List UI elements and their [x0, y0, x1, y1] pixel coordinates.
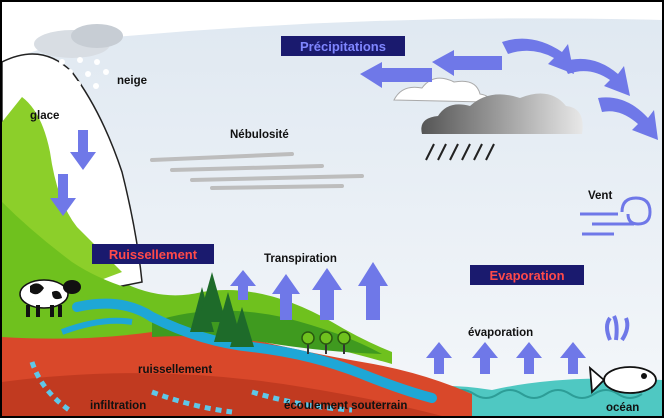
fish-icon: [588, 315, 657, 395]
grass-hill: [2, 172, 392, 364]
cirrus-clouds: [150, 152, 364, 190]
evaporation-arrows: [426, 342, 586, 374]
ruissellement-title-box: [92, 244, 214, 264]
rain-cloud: [421, 93, 583, 161]
precipitations-title: Précipitations: [300, 39, 386, 54]
ruissellement-title: Ruissellement: [109, 247, 198, 262]
label-ecoulement: écoulement souterrain: [284, 400, 407, 412]
infiltration-flow: [29, 361, 353, 415]
precipitation-arrows: [360, 38, 658, 140]
label-ocean: océan: [606, 402, 639, 414]
sky-arc: [2, 2, 662, 62]
label-nebulosite: Nébulosité: [230, 129, 289, 141]
label-vent: Vent: [588, 190, 612, 202]
precipitations-title-box: [281, 36, 405, 56]
label-infiltration: infiltration: [90, 400, 146, 412]
transpiration-arrows: [230, 262, 388, 320]
stream: [60, 317, 133, 335]
evaporation-title-box: [470, 265, 584, 285]
label-ruissellement: ruissellement: [138, 364, 212, 376]
label-transpiration: Transpiration: [264, 253, 337, 265]
label-neige: neige: [117, 75, 147, 87]
label-glace: glace: [30, 110, 59, 122]
snow-cloud: [34, 24, 123, 89]
white-cloud: [393, 77, 489, 103]
trees: [190, 272, 254, 347]
label-evaporation: évaporation: [468, 327, 533, 339]
wind-icon: [580, 196, 652, 236]
shrubs: [301, 331, 351, 354]
cow-icon: [19, 279, 81, 317]
evaporation-title: Evaporation: [489, 268, 564, 283]
mountain-grass-slope: [2, 202, 142, 302]
glacier-arrows: [50, 130, 96, 216]
deep-soil-layer: [2, 373, 442, 416]
